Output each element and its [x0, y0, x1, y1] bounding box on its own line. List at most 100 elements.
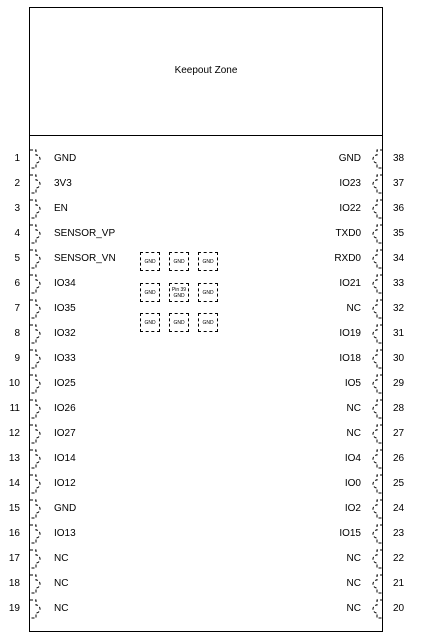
pin-pad-icon: [30, 174, 41, 194]
pin-name: IO4: [344, 453, 361, 464]
pin-number: 8: [14, 328, 20, 339]
pin-name: NC: [346, 578, 361, 589]
pin-pad-icon: [30, 499, 41, 519]
pin-name: NC: [346, 303, 361, 314]
ground-pad: GND: [169, 313, 189, 332]
pin-name: IO33: [54, 353, 76, 364]
pin-name: 3V3: [54, 178, 72, 189]
pin-name: GND: [54, 503, 77, 514]
pin-number: 2: [14, 178, 20, 189]
pin-number: 21: [393, 578, 405, 589]
ground-pad-label: GND: [173, 319, 185, 326]
pin-pad-icon: [372, 224, 383, 244]
pin-name: SENSOR_VP: [54, 228, 116, 239]
pin-pad-icon: [372, 399, 383, 419]
pin-pad-icon: [372, 249, 383, 269]
pin-pad-icon: [372, 524, 383, 544]
pin-number: 7: [14, 303, 20, 314]
pin-name: IO21: [339, 278, 361, 289]
pin-name: IO0: [344, 478, 361, 489]
pin-number: 32: [393, 303, 405, 314]
pin-number: 1: [14, 153, 20, 164]
pin-pad-icon: [372, 149, 383, 169]
pin-pad-icon: [372, 324, 383, 344]
pin-number: 13: [8, 453, 20, 464]
pin-name: NC: [346, 553, 361, 564]
ground-pad: GND: [140, 283, 160, 302]
pin-number: 19: [8, 603, 20, 614]
pin-name: IO25: [54, 378, 76, 389]
pin-number: 16: [8, 528, 20, 539]
ground-pad: GND: [140, 313, 160, 332]
ground-pad-label: GND: [202, 319, 214, 326]
pin-number: 34: [393, 253, 405, 264]
module-outline: Keepout Zone: [29, 7, 383, 632]
pin-number: 35: [393, 228, 405, 239]
ground-pad: GND: [169, 252, 189, 271]
pin-name: IO13: [54, 528, 76, 539]
pin-number: 28: [393, 403, 405, 414]
pin-number: 29: [393, 378, 405, 389]
pin-pad-icon: [372, 299, 383, 319]
ground-pad: GND: [198, 252, 218, 271]
pin-number: 3: [14, 203, 20, 214]
pin-name: IO2: [344, 503, 361, 514]
pin-pad-icon: [372, 499, 383, 519]
pin-pad-icon: [372, 549, 383, 569]
pin-pad-icon: [30, 199, 41, 219]
pin-name: SENSOR_VN: [54, 253, 116, 264]
pin-name: NC: [346, 428, 361, 439]
pin-number: 14: [8, 478, 20, 489]
pin-pad-icon: [372, 349, 383, 369]
pin-name: NC: [346, 403, 361, 414]
pin-number: 20: [393, 603, 405, 614]
pin-name: IO19: [339, 328, 361, 339]
pin-name: IO23: [339, 178, 361, 189]
pin-pad-icon: [372, 199, 383, 219]
pin-number: 31: [393, 328, 405, 339]
pin-pad-icon: [30, 299, 41, 319]
pin-name: RXD0: [334, 253, 361, 264]
keepout-zone: Keepout Zone: [30, 8, 382, 136]
pin-name: NC: [54, 603, 69, 614]
pin-name: EN: [54, 203, 68, 214]
pin-number: 30: [393, 353, 405, 364]
pin-pad-icon: [30, 374, 41, 394]
pin-pad-icon: [372, 374, 383, 394]
pin-number: 27: [393, 428, 405, 439]
pin-pad-icon: [30, 349, 41, 369]
pin-number: 23: [393, 528, 405, 539]
pin-name: IO14: [54, 453, 76, 464]
pin-pad-icon: [30, 574, 41, 594]
pin-name: NC: [54, 553, 69, 564]
pin-pad-icon: [30, 149, 41, 169]
pin-pad-icon: [30, 324, 41, 344]
pin-pad-icon: [30, 274, 41, 294]
pin-number: 37: [393, 178, 405, 189]
pin-pad-icon: [30, 449, 41, 469]
pin-number: 38: [393, 153, 405, 164]
pin-name: TXD0: [335, 228, 361, 239]
ground-pad-label: GND: [173, 258, 185, 265]
pin-pad-icon: [372, 574, 383, 594]
ground-pad-label: Pin 39: [171, 286, 187, 293]
pin-name: IO26: [54, 403, 76, 414]
pin-name: IO32: [54, 328, 76, 339]
pin-name: GND: [338, 153, 361, 164]
pin-number: 9: [14, 353, 20, 364]
pin-pad-icon: [30, 249, 41, 269]
pin-pad-icon: [372, 174, 383, 194]
pin-number: 22: [393, 553, 405, 564]
pin-number: 33: [393, 278, 405, 289]
pin-pad-icon: [30, 599, 41, 619]
ground-pad-label: GND: [173, 292, 185, 299]
pin-number: 25: [393, 478, 405, 489]
pin-pad-icon: [30, 399, 41, 419]
pin-pad-icon: [30, 224, 41, 244]
pin-number: 6: [14, 278, 20, 289]
pin-name: GND: [54, 153, 77, 164]
pin-name: IO34: [54, 278, 76, 289]
ground-pad-label: GND: [202, 289, 214, 296]
pin-pad-icon: [30, 524, 41, 544]
